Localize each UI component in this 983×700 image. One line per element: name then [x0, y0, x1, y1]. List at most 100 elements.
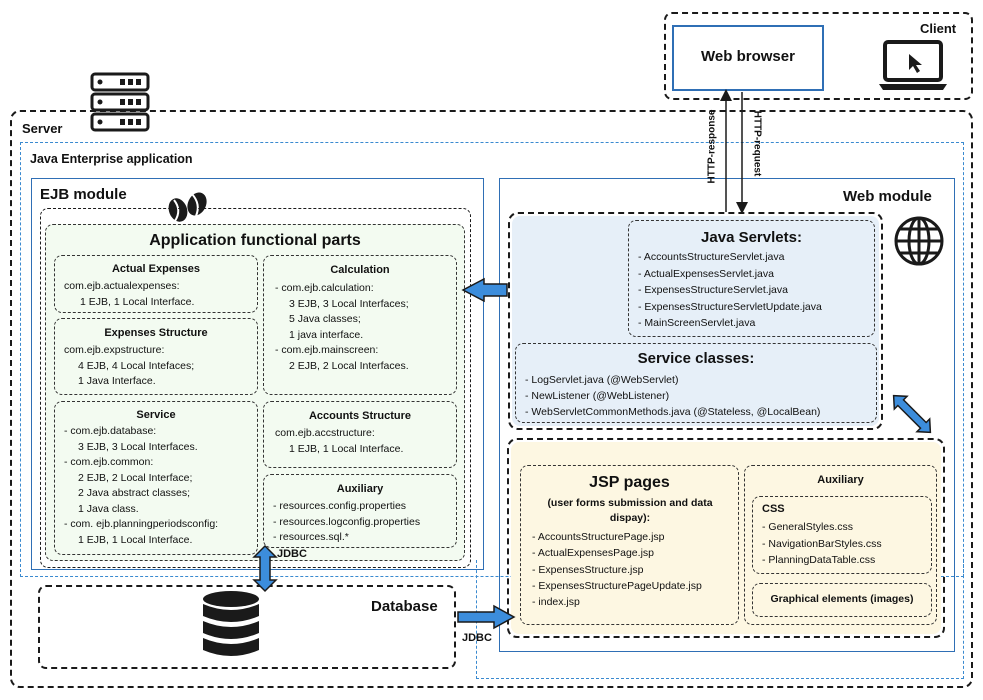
- text-line: 2 EJB, 2 Local Interfaces.: [289, 359, 409, 372]
- css-lines: - GeneralStyles.css - NavigationBarStyle…: [762, 519, 882, 569]
- jdbc-web-label: JDBC: [462, 632, 492, 644]
- expenses-structure-panel: [54, 318, 258, 395]
- text-line: com.ejb.expstructure:: [64, 344, 165, 356]
- text-line: 1 Java Interface.: [78, 375, 156, 387]
- ejb-module-box: [31, 178, 484, 570]
- text-line: 1 EJB, 1 Local Interface.: [78, 533, 193, 546]
- web-module-label: Web module: [843, 188, 932, 205]
- text-line: 1 java interface.: [289, 328, 364, 341]
- actual-expenses-panel: [54, 255, 258, 313]
- css-panel: [752, 496, 932, 574]
- servlets-group-box: [508, 212, 883, 430]
- ejb-auxiliary-lines: - resources.config.properties - resource…: [273, 499, 420, 546]
- text-line: - resources.config.properties: [273, 500, 407, 512]
- text-line: - ExpensesStructureServlet.java: [638, 284, 788, 297]
- accounts-structure-panel: [263, 401, 457, 468]
- jsp-pages-panel: [520, 465, 739, 625]
- text-line: - resources.logconfig.properties: [273, 515, 421, 528]
- text-line: - LogServlet.java (@WebServlet): [525, 374, 679, 386]
- text-line: - ActualExpensesServlet.java: [638, 267, 774, 280]
- http-request-label: HTTP-request: [751, 110, 763, 177]
- laptop-icon: [877, 40, 949, 97]
- jsp-pages-title: JSP pages: [589, 474, 670, 491]
- text-line: - com.ejb.mainscreen:: [275, 344, 379, 356]
- coffee-beans-icon: [166, 190, 212, 229]
- service-classes-title: Service classes:: [637, 350, 755, 367]
- database-icon: [200, 590, 262, 665]
- client-box: [664, 12, 973, 100]
- graphics-panel: [752, 583, 932, 617]
- text-line: - com.ejb.database:: [64, 425, 157, 437]
- java-ee-box-top: [20, 142, 964, 577]
- database-box: [38, 585, 456, 669]
- http-response-label: HTTP-response: [706, 109, 718, 184]
- text-line: - WebServletCommonMethods.java (@Statele…: [525, 406, 821, 418]
- accounts-structure-lines: com.ejb.accstructure: 1 EJB, 1 Local Int…: [275, 426, 403, 457]
- css-title: CSS: [762, 503, 785, 515]
- text-line: - MainScreenServlet.java: [638, 317, 756, 330]
- calculation-title: Calculation: [330, 264, 390, 276]
- text-line: - ExpensesStructure.jsp: [532, 563, 644, 576]
- actual-expenses-lines: com.ejb.actualexpenses: 1 EJB, 1 Local I…: [64, 279, 194, 310]
- ejb-auxiliary-title: Auxiliary: [336, 483, 384, 495]
- text-line: 1 EJB, 1 Local Interface.: [80, 295, 195, 308]
- java-ee-label: Java Enterprise application: [30, 152, 193, 166]
- java-servlets-panel: [628, 220, 875, 337]
- text-line: - ExpensesStructurePageUpdate.jsp: [532, 579, 702, 592]
- graphics-label: Graphical elements (images): [770, 593, 914, 605]
- text-line: - AccountsStructureServlet.java: [638, 251, 785, 263]
- db-web-arrow: [457, 604, 516, 630]
- server-rack-icon: [90, 72, 150, 139]
- text-line: - GeneralStyles.css: [762, 521, 854, 533]
- ejb-module-label: EJB module: [40, 186, 127, 203]
- text-line: com.ejb.accstructure:: [275, 427, 375, 439]
- text-line: - ActualExpensesPage.jsp: [532, 547, 654, 560]
- web-browser-box: [672, 25, 824, 91]
- web-browser-label: Web browser: [701, 48, 795, 65]
- text-line: 4 EJB, 4 Local Intefaces;: [78, 359, 195, 372]
- web-module-box: [499, 178, 955, 652]
- service-classes-panel: [515, 343, 877, 423]
- text-line: 2 Java abstract classes;: [78, 487, 191, 499]
- text-line: com.ejb.actualexpenses:: [64, 280, 180, 292]
- calculation-panel: [263, 255, 457, 395]
- text-line: - ExpensesStructureServletUpdate.java: [638, 300, 822, 313]
- app-functional-parts-box: [40, 208, 471, 568]
- expenses-structure-title: Expenses Structure: [104, 327, 208, 339]
- text-line: - NewListener (@WebListener): [525, 390, 670, 402]
- text-line: - com.ejb.common:: [64, 456, 154, 468]
- web-auxiliary-title: Auxiliary: [817, 474, 864, 486]
- text-line: 5 Java classes;: [289, 313, 361, 325]
- text-line: - NavigationBarStyles.css: [762, 537, 882, 550]
- text-line: 2 EJB, 2 Local Interface;: [78, 471, 193, 484]
- calculation-lines: - com.ejb.calculation: 3 EJB, 3 Local In…: [275, 281, 409, 374]
- globe-icon: [891, 215, 947, 272]
- app-functional-parts-title: Application functional parts: [149, 232, 361, 249]
- text-line: - index.jsp: [532, 596, 580, 609]
- service-lines: - com.ejb.database: 3 EJB, 3 Local Inter…: [64, 424, 218, 548]
- text-line: - AccountsStructurePage.jsp: [532, 531, 665, 543]
- text-line: 1 Java class.: [78, 502, 139, 515]
- ejb-auxiliary-panel: [263, 474, 457, 548]
- expenses-structure-lines: com.ejb.expstructure: 4 EJB, 4 Local Int…: [64, 343, 194, 390]
- actual-expenses-title: Actual Expenses: [111, 263, 201, 275]
- accounts-structure-title: Accounts Structure: [308, 410, 412, 422]
- text-line: 3 EJB, 3 Local Interfaces.: [78, 440, 198, 453]
- text-line: - resources.sql.*: [273, 531, 349, 543]
- web-to-ejb-arrow: [461, 277, 508, 303]
- java-servlets-lines: - AccountsStructureServlet.java - Actual…: [638, 249, 822, 332]
- service-title: Service: [136, 409, 176, 421]
- text-line: 3 EJB, 3 Local Interfaces;: [289, 297, 409, 310]
- servlets-jsp-arrow: [892, 394, 932, 434]
- ejb-db-arrow: [252, 544, 278, 593]
- server-label: Server: [22, 121, 63, 136]
- jsp-pages-subtitle: (user forms submission and data dispay):: [547, 497, 713, 524]
- server-box: [10, 110, 973, 688]
- client-label: Client: [920, 21, 957, 36]
- text-line: - PlanningDataTable.css: [762, 554, 876, 566]
- database-label: Database: [371, 598, 438, 615]
- service-classes-lines: - LogServlet.java (@WebServlet) - NewLis…: [525, 372, 820, 420]
- java-servlets-title: Java Servlets:: [701, 229, 802, 246]
- text-line: 1 EJB, 1 Local Interface.: [289, 442, 404, 455]
